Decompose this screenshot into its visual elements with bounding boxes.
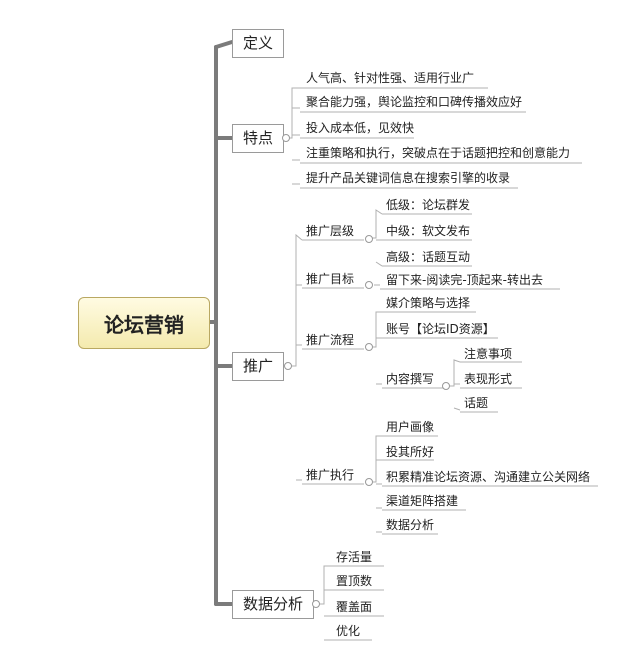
execution-item[interactable]: 数据分析 [386, 518, 435, 532]
writing-item[interactable]: 话题 [464, 396, 489, 410]
analytics-item[interactable]: 覆盖面 [336, 600, 373, 614]
feature-item[interactable]: 人气高、针对性强、适用行业广 [306, 71, 475, 85]
branch-promotion[interactable]: 推广 [232, 352, 285, 381]
collapse-toggle-icon[interactable] [365, 478, 373, 486]
feature-item[interactable]: 聚合能力强，舆论监控和口碑传播效应好 [306, 95, 523, 109]
promotion-levels[interactable]: 推广层级 [306, 224, 355, 238]
promotion-execution[interactable]: 推广执行 [306, 468, 355, 482]
collapse-toggle-icon[interactable] [442, 382, 450, 390]
analytics-item[interactable]: 置顶数 [336, 574, 373, 588]
execution-item[interactable]: 渠道矩阵搭建 [386, 494, 459, 508]
writing-item[interactable]: 注意事项 [464, 347, 513, 361]
goal-item[interactable]: 留下来-阅读完-顶起来-转出去 [386, 273, 543, 287]
process-writing[interactable]: 内容撰写 [386, 372, 435, 386]
collapse-toggle-icon[interactable] [365, 281, 373, 289]
level-item[interactable]: 中级：软文发布 [386, 224, 471, 238]
execution-item[interactable]: 投其所好 [386, 445, 435, 459]
collapse-toggle-icon[interactable] [284, 362, 292, 370]
promotion-process[interactable]: 推广流程 [306, 333, 355, 347]
execution-item[interactable]: 积累精准论坛资源、沟通建立公关网络 [386, 470, 591, 484]
collapse-toggle-icon[interactable] [365, 343, 373, 351]
collapse-toggle-icon[interactable] [312, 600, 320, 608]
collapse-toggle-icon[interactable] [282, 134, 290, 142]
branch-analytics[interactable]: 数据分析 [232, 590, 315, 619]
analytics-item[interactable]: 优化 [336, 624, 361, 638]
branch-features[interactable]: 特点 [232, 124, 285, 153]
feature-item[interactable]: 提升产品关键词信息在搜索引擎的收录 [306, 171, 511, 185]
process-item[interactable]: 媒介策略与选择 [386, 296, 471, 310]
promotion-goal[interactable]: 推广目标 [306, 272, 355, 286]
feature-item[interactable]: 注重策略和执行，突破点在于话题把控和创意能力 [306, 146, 571, 160]
analytics-item[interactable]: 存活量 [336, 550, 373, 564]
feature-item[interactable]: 投入成本低，见效快 [306, 121, 415, 135]
level-item[interactable]: 高级：话题互动 [386, 250, 471, 264]
level-item[interactable]: 低级：论坛群发 [386, 198, 471, 212]
execution-item[interactable]: 用户画像 [386, 420, 435, 434]
root-topic[interactable]: 论坛营销 [78, 297, 210, 349]
collapse-toggle-icon[interactable] [365, 235, 373, 243]
writing-item[interactable]: 表现形式 [464, 372, 513, 386]
branch-definition[interactable]: 定义 [232, 29, 285, 58]
process-item[interactable]: 账号【论坛ID资源】 [386, 322, 495, 336]
